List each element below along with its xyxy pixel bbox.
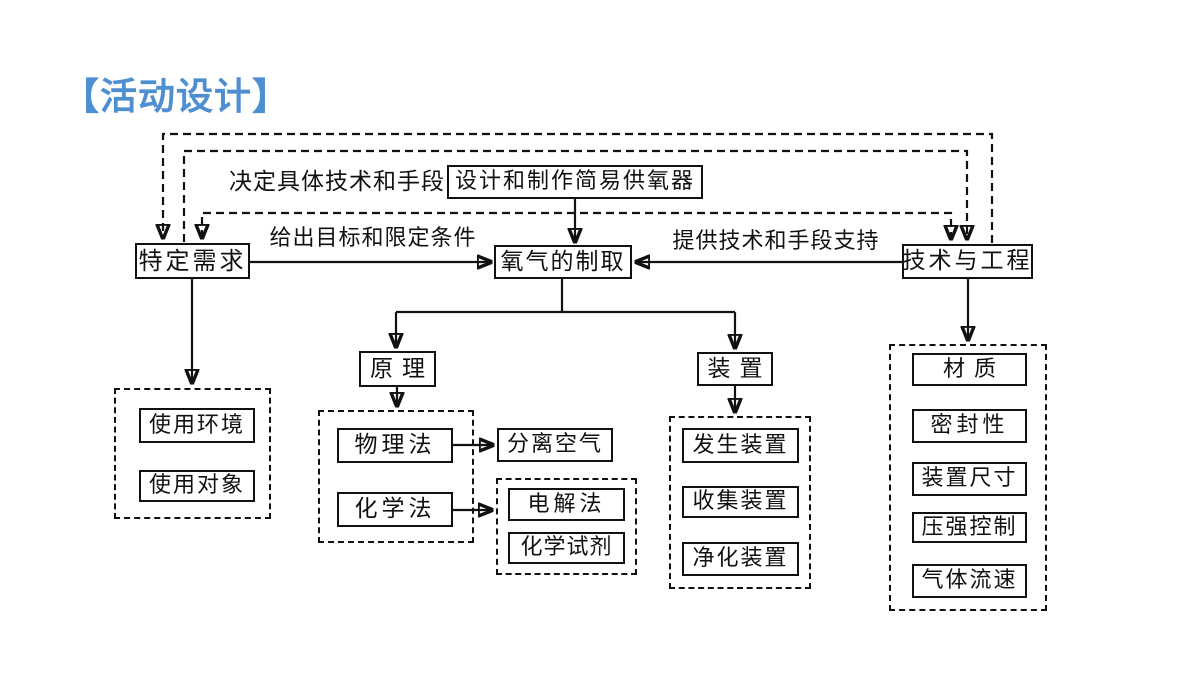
node-use-object: 使用对象 bbox=[139, 470, 255, 502]
edge-label-goal: 给出目标和限定条件 bbox=[269, 226, 477, 251]
node-physical-method: 物理法 bbox=[337, 428, 453, 463]
edge-label-decide: 决定具体技术和手段 bbox=[229, 169, 445, 195]
dashed-arrow-tech-to-need-outer bbox=[163, 132, 994, 243]
node-sealing: 密封性 bbox=[912, 409, 1027, 443]
group-box-principle-methods bbox=[318, 410, 474, 543]
dashed-arrow-need-to-tech bbox=[182, 149, 967, 242]
node-device: 装置 bbox=[697, 352, 773, 386]
node-gas-flow: 气体流速 bbox=[912, 564, 1027, 598]
node-device-size: 装置尺寸 bbox=[912, 462, 1027, 496]
node-tech-engineering: 技术与工程 bbox=[902, 244, 1033, 279]
node-principle: 原理 bbox=[359, 351, 436, 387]
node-purification-device: 净化装置 bbox=[682, 542, 799, 576]
node-chemical-method: 化学法 bbox=[337, 492, 453, 527]
node-material: 材质 bbox=[912, 353, 1027, 386]
node-electrolysis: 电解法 bbox=[508, 488, 625, 521]
line-oxygen-split bbox=[396, 279, 735, 314]
node-oxygen-preparation: 氧气的制取 bbox=[494, 245, 632, 279]
edge-label-support: 提供技术和手段支持 bbox=[672, 229, 880, 254]
node-chemical-reagent: 化学试剂 bbox=[508, 532, 625, 564]
node-separate-air: 分离空气 bbox=[497, 428, 613, 462]
node-pressure-control: 压强控制 bbox=[912, 512, 1027, 543]
page-title: 【活动设计】 bbox=[62, 75, 290, 118]
node-specific-need: 特定需求 bbox=[135, 243, 250, 279]
group-box-chemical-details bbox=[496, 478, 637, 575]
node-design-task: 设计和制作简易供氧器 bbox=[447, 165, 703, 199]
group-box-need-factors bbox=[114, 388, 271, 519]
dashed-arrow-need-tech-bidirectional bbox=[202, 211, 951, 239]
group-box-tech-factors bbox=[889, 344, 1047, 611]
node-generation-device: 发生装置 bbox=[682, 428, 799, 463]
group-box-device-parts bbox=[669, 416, 811, 589]
node-use-environment: 使用环境 bbox=[139, 408, 255, 443]
node-collection-device: 收集装置 bbox=[682, 486, 799, 518]
